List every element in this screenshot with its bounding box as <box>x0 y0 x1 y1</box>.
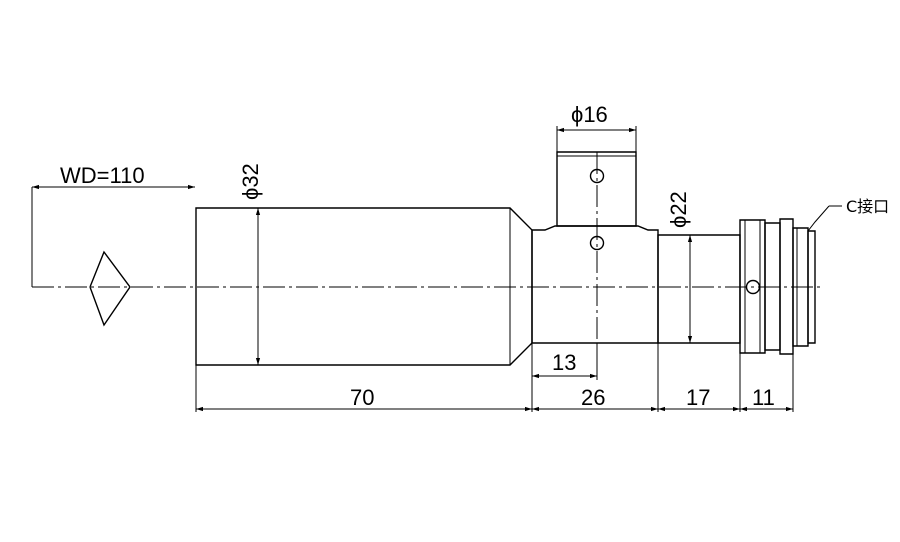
diameter-16-dimension: ϕ16 <box>556 102 637 152</box>
length-17-label: 17 <box>686 385 710 410</box>
middle-housing <box>531 225 659 344</box>
length-11-dimension: 11 <box>740 385 793 412</box>
diameter-16-label: ϕ16 <box>571 102 608 127</box>
length-70-label: 70 <box>350 385 374 410</box>
extension-lines <box>195 343 794 412</box>
length-26-label: 26 <box>581 385 605 410</box>
diameter-22-label: ϕ22 <box>666 191 691 228</box>
diameter-22-dimension: ϕ22 <box>666 191 693 343</box>
rear-barrel <box>657 234 741 344</box>
diameter-32-dimension: ϕ32 <box>238 163 263 365</box>
length-13-label: 13 <box>552 350 576 375</box>
mount-label: C接口 <box>846 197 889 216</box>
side-port <box>556 151 637 360</box>
length-17-dimension: 17 <box>658 385 740 412</box>
working-distance-label: WD=110 <box>60 163 145 188</box>
camera-mount: C接口 <box>739 197 889 355</box>
length-26-dimension: 26 <box>532 385 658 412</box>
length-70-dimension: 70 <box>196 385 532 412</box>
diameter-32-label: ϕ32 <box>238 163 263 200</box>
length-11-label: 11 <box>752 385 775 410</box>
length-13-dimension: 13 <box>532 350 597 379</box>
working-distance-marker: WD=110 <box>31 163 195 327</box>
